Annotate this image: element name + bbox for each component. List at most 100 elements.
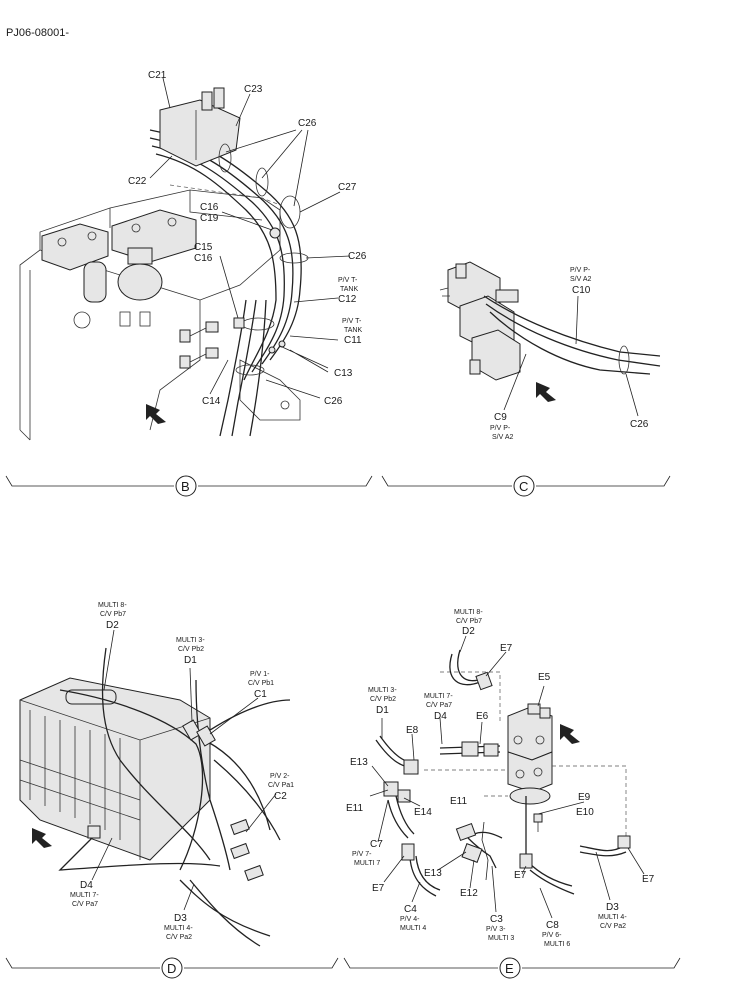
label-e5: E5 — [538, 672, 551, 683]
panel-d-illustration — [19, 647, 291, 947]
label-pv-t-tank-line1: P/V T- — [338, 277, 358, 284]
label-multi3-line2: C/V Pb2 — [178, 646, 204, 653]
label-e7: E7 — [514, 870, 527, 881]
panel-d-labels: MULTI 8- C/V Pb7 D2 MULTI 3- C/V Pb2 D1 … — [70, 602, 294, 941]
label-c10: C10 — [572, 285, 591, 296]
label-multi7-line1: MULTI 7- — [70, 892, 99, 899]
label-c1: C1 — [254, 689, 267, 700]
label-c23: C23 — [244, 84, 263, 95]
label-d4: D4 — [434, 711, 447, 722]
label-e10: E10 — [576, 807, 594, 818]
label-e13: E13 — [424, 868, 442, 879]
label-pv3-line1: P/V 3- — [486, 926, 506, 933]
label-c16: C16 — [200, 202, 219, 213]
label-multi4-line2: C/V Pa2 — [166, 934, 192, 941]
label-d1: D1 — [376, 705, 389, 716]
label-pv1-line1: P/V 1- — [250, 671, 270, 678]
label-multi7-line2: C/V Pa7 — [426, 702, 452, 709]
label-c11: C11 — [344, 335, 362, 346]
label-multi4-line2: C/V Pa2 — [600, 923, 626, 930]
label-e14: E14 — [414, 807, 432, 818]
panel-b-illustration — [19, 87, 309, 441]
label-c12: C12 — [338, 294, 357, 305]
label-c21: C21 — [148, 70, 167, 81]
panel-d-leaders — [91, 629, 277, 911]
label-e7: E7 — [642, 874, 655, 885]
label-e11: E11 — [450, 796, 467, 807]
front-direction-arrow-icon — [146, 404, 166, 424]
label-pv4-line2: MULTI 4 — [400, 925, 426, 932]
label-pv7-line2: MULTI 7 — [354, 860, 380, 867]
label-multi7-line2: C/V Pa7 — [72, 901, 98, 908]
label-c19: C19 — [200, 213, 219, 224]
label-e7: E7 — [500, 643, 513, 654]
label-e6: E6 — [476, 711, 489, 722]
label-pv-t-tank-line1: P/V T- — [342, 318, 362, 325]
label-pv2-line2: C/V Pa1 — [268, 782, 294, 789]
label-multi3-line1: MULTI 3- — [368, 687, 397, 694]
label-d4: D4 — [80, 880, 93, 891]
panel-c-illustration — [439, 261, 661, 402]
label-pv4-line1: P/V 4- — [400, 916, 420, 923]
label-e12: E12 — [460, 888, 478, 899]
label-multi7-line1: MULTI 7- — [424, 693, 453, 700]
section-label-e: E — [505, 961, 514, 976]
label-c3: C3 — [490, 914, 503, 925]
label-e8: E8 — [406, 725, 419, 736]
label-e7: E7 — [372, 883, 385, 894]
label-multi8-line2: C/V Pb7 — [100, 611, 126, 618]
label-pv3-line2: MULTI 3 — [488, 935, 514, 942]
label-c15: C15 — [194, 242, 213, 253]
label-multi4-line1: MULTI 4- — [598, 914, 627, 921]
label-multi3-line1: MULTI 3- — [176, 637, 205, 644]
label-c26: C26 — [324, 396, 343, 407]
label-pv-p-sv-a2-line2: S/V A2 — [570, 276, 592, 283]
label-e13: E13 — [350, 757, 368, 768]
section-label-c: C — [519, 479, 528, 494]
label-multi8-line2: C/V Pb7 — [456, 618, 482, 625]
front-direction-arrow-icon — [32, 828, 52, 848]
label-pv-t-tank-line2: TANK — [344, 327, 362, 334]
panel-b-labels: C21 C23 C26 C22 C27 C16 C19 C26 C15 C16 … — [128, 70, 367, 407]
label-pv-p-sv-a2-line2: S/V A2 — [492, 434, 514, 441]
label-multi4-line1: MULTI 4- — [164, 925, 193, 932]
label-d2: D2 — [462, 626, 475, 637]
label-pv2-line1: P/V 2- — [270, 773, 290, 780]
label-d3: D3 — [174, 913, 187, 924]
label-pv6-line2: MULTI 6 — [544, 941, 570, 948]
section-bracket-d-e — [5, 957, 681, 979]
label-c8: C8 — [546, 920, 559, 931]
document-id: PJ06-08001- — [6, 27, 69, 39]
label-pv6-line1: P/V 6- — [542, 932, 562, 939]
label-pv-p-sv-a2-line1: P/V P- — [490, 425, 511, 432]
label-multi8-line1: MULTI 8- — [98, 602, 127, 609]
label-c22: C22 — [128, 176, 147, 187]
label-pv-p-sv-a2-line1: P/V P- — [570, 267, 591, 274]
label-c13: C13 — [334, 368, 353, 379]
label-c9: C9 — [494, 412, 507, 423]
label-c27: C27 — [338, 182, 357, 193]
panel-e-leaders — [369, 635, 645, 919]
label-multi8-line1: MULTI 8- — [454, 609, 483, 616]
label-d1: D1 — [184, 655, 197, 666]
label-c14: C14 — [202, 396, 221, 407]
label-c7: C7 — [370, 839, 383, 850]
label-d2: D2 — [106, 620, 119, 631]
label-pv1-line2: C/V Pb1 — [248, 680, 274, 687]
front-direction-arrow-icon — [560, 724, 580, 744]
panel-c-leaders — [503, 295, 639, 417]
label-pv7-line1: P/V 7- — [352, 851, 372, 858]
section-bracket-b-c — [5, 475, 671, 497]
label-d3: D3 — [606, 902, 619, 913]
section-label-d: D — [167, 961, 176, 976]
panel-e-illustration — [375, 649, 631, 897]
label-e9: E9 — [578, 792, 591, 803]
section-label-b: B — [181, 479, 190, 494]
label-e11: E11 — [346, 803, 363, 814]
label-c2: C2 — [274, 791, 287, 802]
panel-e-labels: MULTI 8- C/V Pb7 D2 E7 E5 MULTI 3- C/V P… — [346, 609, 655, 948]
panel-c-labels: P/V P- S/V A2 C10 C9 P/V P- S/V A2 C26 — [490, 267, 649, 441]
front-direction-arrow-icon — [536, 382, 556, 402]
label-c26: C26 — [348, 251, 367, 262]
